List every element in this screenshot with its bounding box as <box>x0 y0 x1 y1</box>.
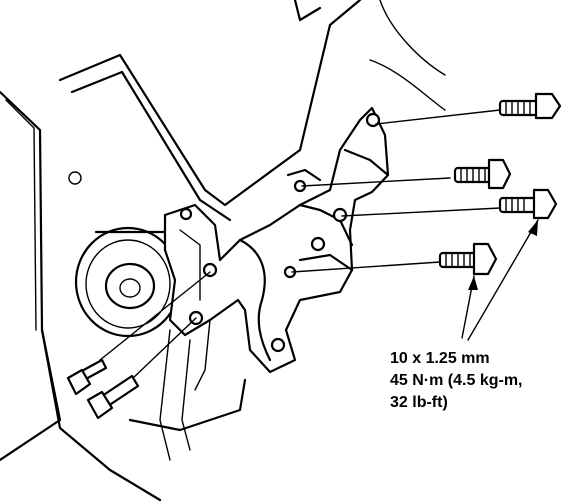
bolt-5 <box>66 358 108 396</box>
bolt-6 <box>86 374 140 420</box>
mounting-bracket <box>128 106 390 461</box>
torque-imperial-text: 32 lb-ft) <box>390 394 448 411</box>
bolt-1 <box>498 92 562 120</box>
bolt-4 <box>438 242 498 276</box>
torque-spec-callout: 10 x 1.25 mm 45 N·m (4.5 kg-m, 32 lb-ft) <box>390 348 570 414</box>
bolt-3 <box>498 188 558 220</box>
leader-arrows <box>461 219 539 341</box>
torque-metric-text: 45 N·m (4.5 kg-m, <box>390 372 523 389</box>
alignment-lines <box>99 109 501 401</box>
bolt-size-text: 10 x 1.25 mm <box>390 350 490 367</box>
engine-block <box>0 90 162 502</box>
frame-curve <box>58 0 446 222</box>
bolt-2 <box>453 158 512 190</box>
